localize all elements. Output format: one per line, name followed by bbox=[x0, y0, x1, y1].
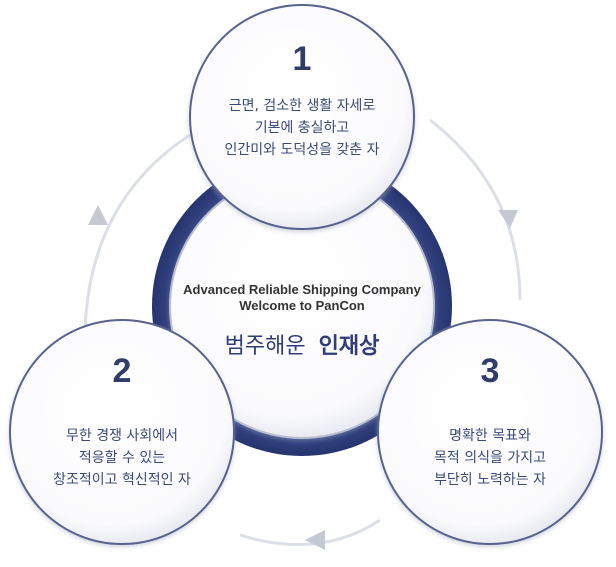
arrow-left-icon bbox=[305, 530, 325, 550]
center-english-line2: Welcome to PanCon bbox=[239, 298, 365, 313]
node-2-number: 2 bbox=[113, 352, 132, 390]
node-3-number: 3 bbox=[481, 352, 500, 390]
node-3-line2: 목적 의식을 가지고 bbox=[434, 450, 546, 466]
node-3-line1: 명확한 목표와 bbox=[449, 428, 531, 444]
node-1-number: 1 bbox=[293, 40, 312, 78]
node-1: 1 근면, 검소한 생활 자세로 기본에 충실하고 인간미와 도덕성을 갖춘 자 bbox=[189, 4, 415, 230]
arrow-up-icon bbox=[88, 205, 108, 225]
cycle-arrows bbox=[83, 118, 522, 550]
node-1-line2: 기본에 충실하고 bbox=[255, 120, 350, 136]
center-title-part1: 범주해운 bbox=[225, 334, 306, 359]
center-title-part2: 인재상 bbox=[319, 334, 380, 359]
arrow-down-icon bbox=[498, 210, 518, 228]
node-2-circle bbox=[9, 319, 235, 545]
node-2-line1: 무한 경쟁 사회에서 bbox=[66, 428, 178, 444]
node-2-line3: 창조적이고 혁신적인 자 bbox=[53, 472, 191, 488]
cycle-arc-right bbox=[429, 118, 522, 301]
center-title: 범주해운 인재상 bbox=[225, 334, 380, 359]
node-1-line1: 근면, 검소한 생활 자세로 bbox=[229, 98, 376, 114]
cycle-arc-left bbox=[83, 133, 191, 331]
center-english-line1: Advanced Reliable Shipping Company bbox=[183, 282, 421, 297]
node-3-circle bbox=[377, 319, 603, 545]
node-1-circle bbox=[189, 4, 415, 230]
node-3-line3: 부단히 노력하는 자 bbox=[434, 472, 546, 488]
node-3: 3 명확한 목표와 목적 의식을 가지고 부단히 노력하는 자 bbox=[377, 319, 603, 545]
node-2-line2: 적응할 수 있는 bbox=[79, 450, 165, 466]
node-1-line3: 인간미와 도덕성을 갖춘 자 bbox=[224, 142, 379, 158]
node-2: 2 무한 경쟁 사회에서 적응할 수 있는 창조적이고 혁신적인 자 bbox=[9, 319, 235, 545]
